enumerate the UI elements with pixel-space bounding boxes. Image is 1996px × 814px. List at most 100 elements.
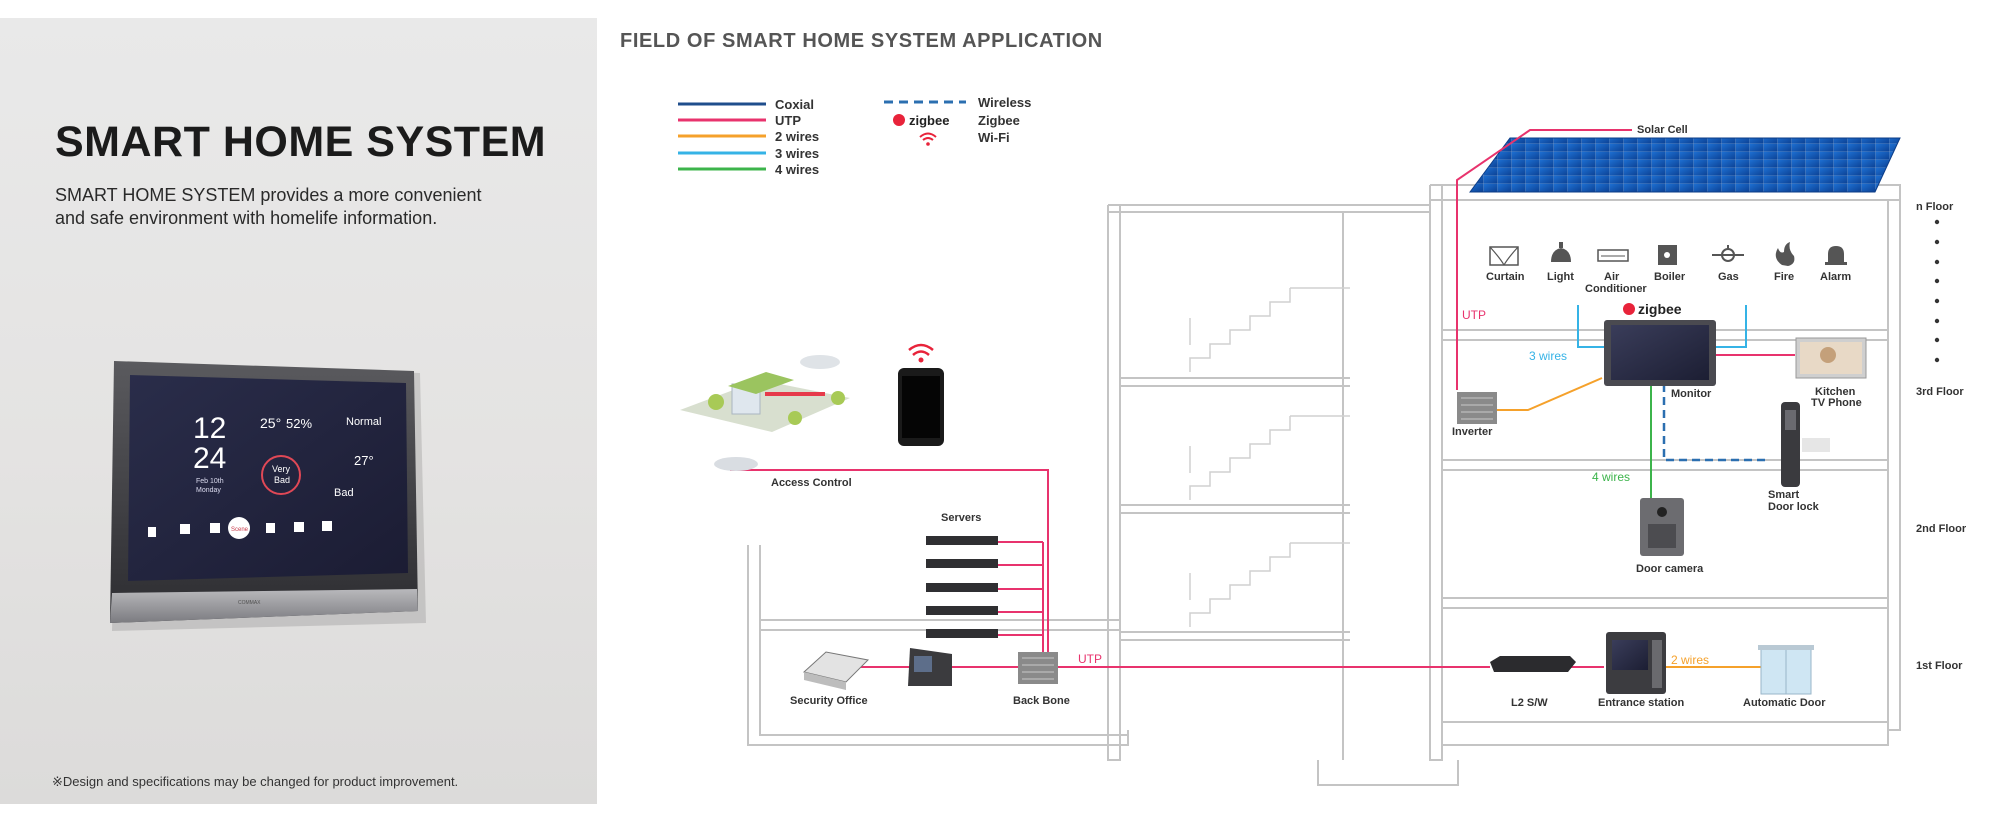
elevator-icon[interactable] [180,524,190,534]
wifi-legend-icon [919,132,937,146]
alarm-label: Alarm [1820,271,1851,283]
tablet-air-quality-2: Bad [274,475,290,485]
stairwell [1189,287,1350,627]
smart-door-lock-label-2: Door lock [1768,501,1820,513]
legend-wireless: Wireless [978,95,1031,110]
door-camera-device [1640,498,1684,556]
diagram-title: FIELD OF SMART HOME SYSTEM APPLICATION [620,30,1103,52]
door-camera-label: Door camera [1636,563,1704,575]
call-icon[interactable] [266,523,275,533]
appliance-icons [1489,242,1847,266]
tablet-temperature: 25° [260,415,281,431]
l2-switch-device [1490,656,1576,672]
legend-utp: UTP [775,113,801,128]
legend-coaxial: Coxial [775,97,814,112]
legend-3-wires: 3 wires [775,146,819,161]
menu-grid-icon[interactable] [322,521,332,531]
automatic-door-device [1758,645,1814,695]
emergency-icon[interactable] [148,527,156,537]
tablet-hour: 12 [193,412,226,445]
tablet-minute: 24 [193,442,226,475]
entrance-station-device [1606,632,1666,694]
smart-home-tablet-image: 12 24 Feb 10th Monday 25° 52% Normal Ver… [110,361,426,631]
kitchen-tv-label-1: Kitchen [1815,386,1856,398]
boiler-icon [1658,245,1677,265]
description-line-1: SMART HOME SYSTEM provides a more conven… [55,185,482,205]
back-bone-device [1018,652,1058,684]
scene-button-label: Scene [231,527,249,533]
l2-sw-label: L2 S/W [1511,697,1548,709]
automatic-door-label: Automatic Door [1743,697,1826,709]
three-wires-label: 3 wires [1529,349,1567,363]
wireless-link [1662,384,1770,462]
gas-label: Gas [1718,271,1739,283]
curtain-label: Curtain [1486,271,1525,283]
scene-button[interactable] [228,517,250,539]
smartphone-device [898,368,944,446]
inverter-label: Inverter [1452,426,1493,438]
monitor-label: Monitor [1671,388,1712,400]
fire-icon [1775,242,1795,266]
kitchen-tv-label-2: TV Phone [1811,397,1862,409]
zigbee-logo: zigbee [1638,301,1682,317]
second-floor-label: 2nd Floor [1916,523,1967,535]
utp-wires [730,129,1795,668]
zigbee-legend-icon [893,114,905,126]
kitchen-tv-phone-device [1795,337,1867,379]
four-wires-label: 4 wires [1592,470,1630,484]
servers-label: Servers [941,512,981,524]
lobby-icon[interactable] [210,523,220,533]
utp-backbone-label: UTP [1078,652,1102,666]
curtain-icon [1489,246,1519,266]
legend-zigbee-logo: zigbee [909,113,949,128]
legend-2-wires: 2 wires [775,129,819,144]
first-floor-label: 1st Floor [1916,660,1963,672]
tablet-date-2: Monday [196,487,221,494]
two-wires-label: 2 wires [1671,653,1709,667]
server-rack [926,536,998,638]
security-office-device [802,648,952,690]
smart-door-lock-label-1: Smart [1768,489,1800,501]
access-control-illustration [680,355,850,471]
access-control-label: Access Control [771,477,852,489]
building-outline [747,184,1901,786]
tablet-outdoor-status: Bad [334,487,354,499]
alarm-icon [1825,246,1847,265]
security-office-label: Security Office [790,695,868,707]
tablet-energy-status: Normal [346,416,381,428]
air-conditioner-label-1: Air [1604,271,1620,283]
air-conditioner-label-2: Conditioner [1585,283,1647,295]
tablet-brand: COMMAX [238,600,261,606]
design-footnote: ※Design and specifications may be change… [52,774,459,789]
legend: Coxial UTP 2 wires 3 wires 4 wires Wirel… [678,95,1031,177]
back-bone-label: Back Bone [1013,695,1070,707]
tablet-date-1: Feb 10th [196,478,224,485]
light-icon [1551,242,1571,262]
wifi-icon [908,343,934,363]
tablet-setting-temp: 27° [354,453,374,468]
legend-4-wires: 4 wires [775,162,819,177]
description-line-2: and safe environment with homelife infor… [55,208,438,228]
home-iot-icon[interactable] [294,522,304,532]
two-wire-cables [1478,377,1762,668]
product-panel: SMART HOME SYSTEM SMART HOME SYSTEM prov… [0,18,597,804]
solar-panel [1469,137,1901,193]
product-description: SMART HOME SYSTEM provides a more conven… [55,184,515,230]
floor-ellipsis-dots [1934,219,1940,363]
tablet-air-quality-1: Very [272,464,291,474]
air-quality-ring [261,455,301,495]
three-wire-cables [1577,305,1747,348]
monitor-device [1604,320,1716,386]
inverter-device [1457,392,1497,424]
third-floor-label: 3rd Floor [1916,386,1964,398]
solar-cell-label: Solar Cell [1637,124,1688,136]
boiler-label: Boiler [1654,271,1686,283]
legend-zigbee: Zigbee [978,113,1020,128]
light-label: Light [1547,271,1574,283]
tablet-humidity: 52% [286,416,312,431]
entrance-station-label: Entrance station [1598,697,1684,709]
smart-door-lock-device [1781,402,1830,487]
fire-label: Fire [1774,271,1794,283]
utp-wire-label: UTP [1462,308,1486,322]
